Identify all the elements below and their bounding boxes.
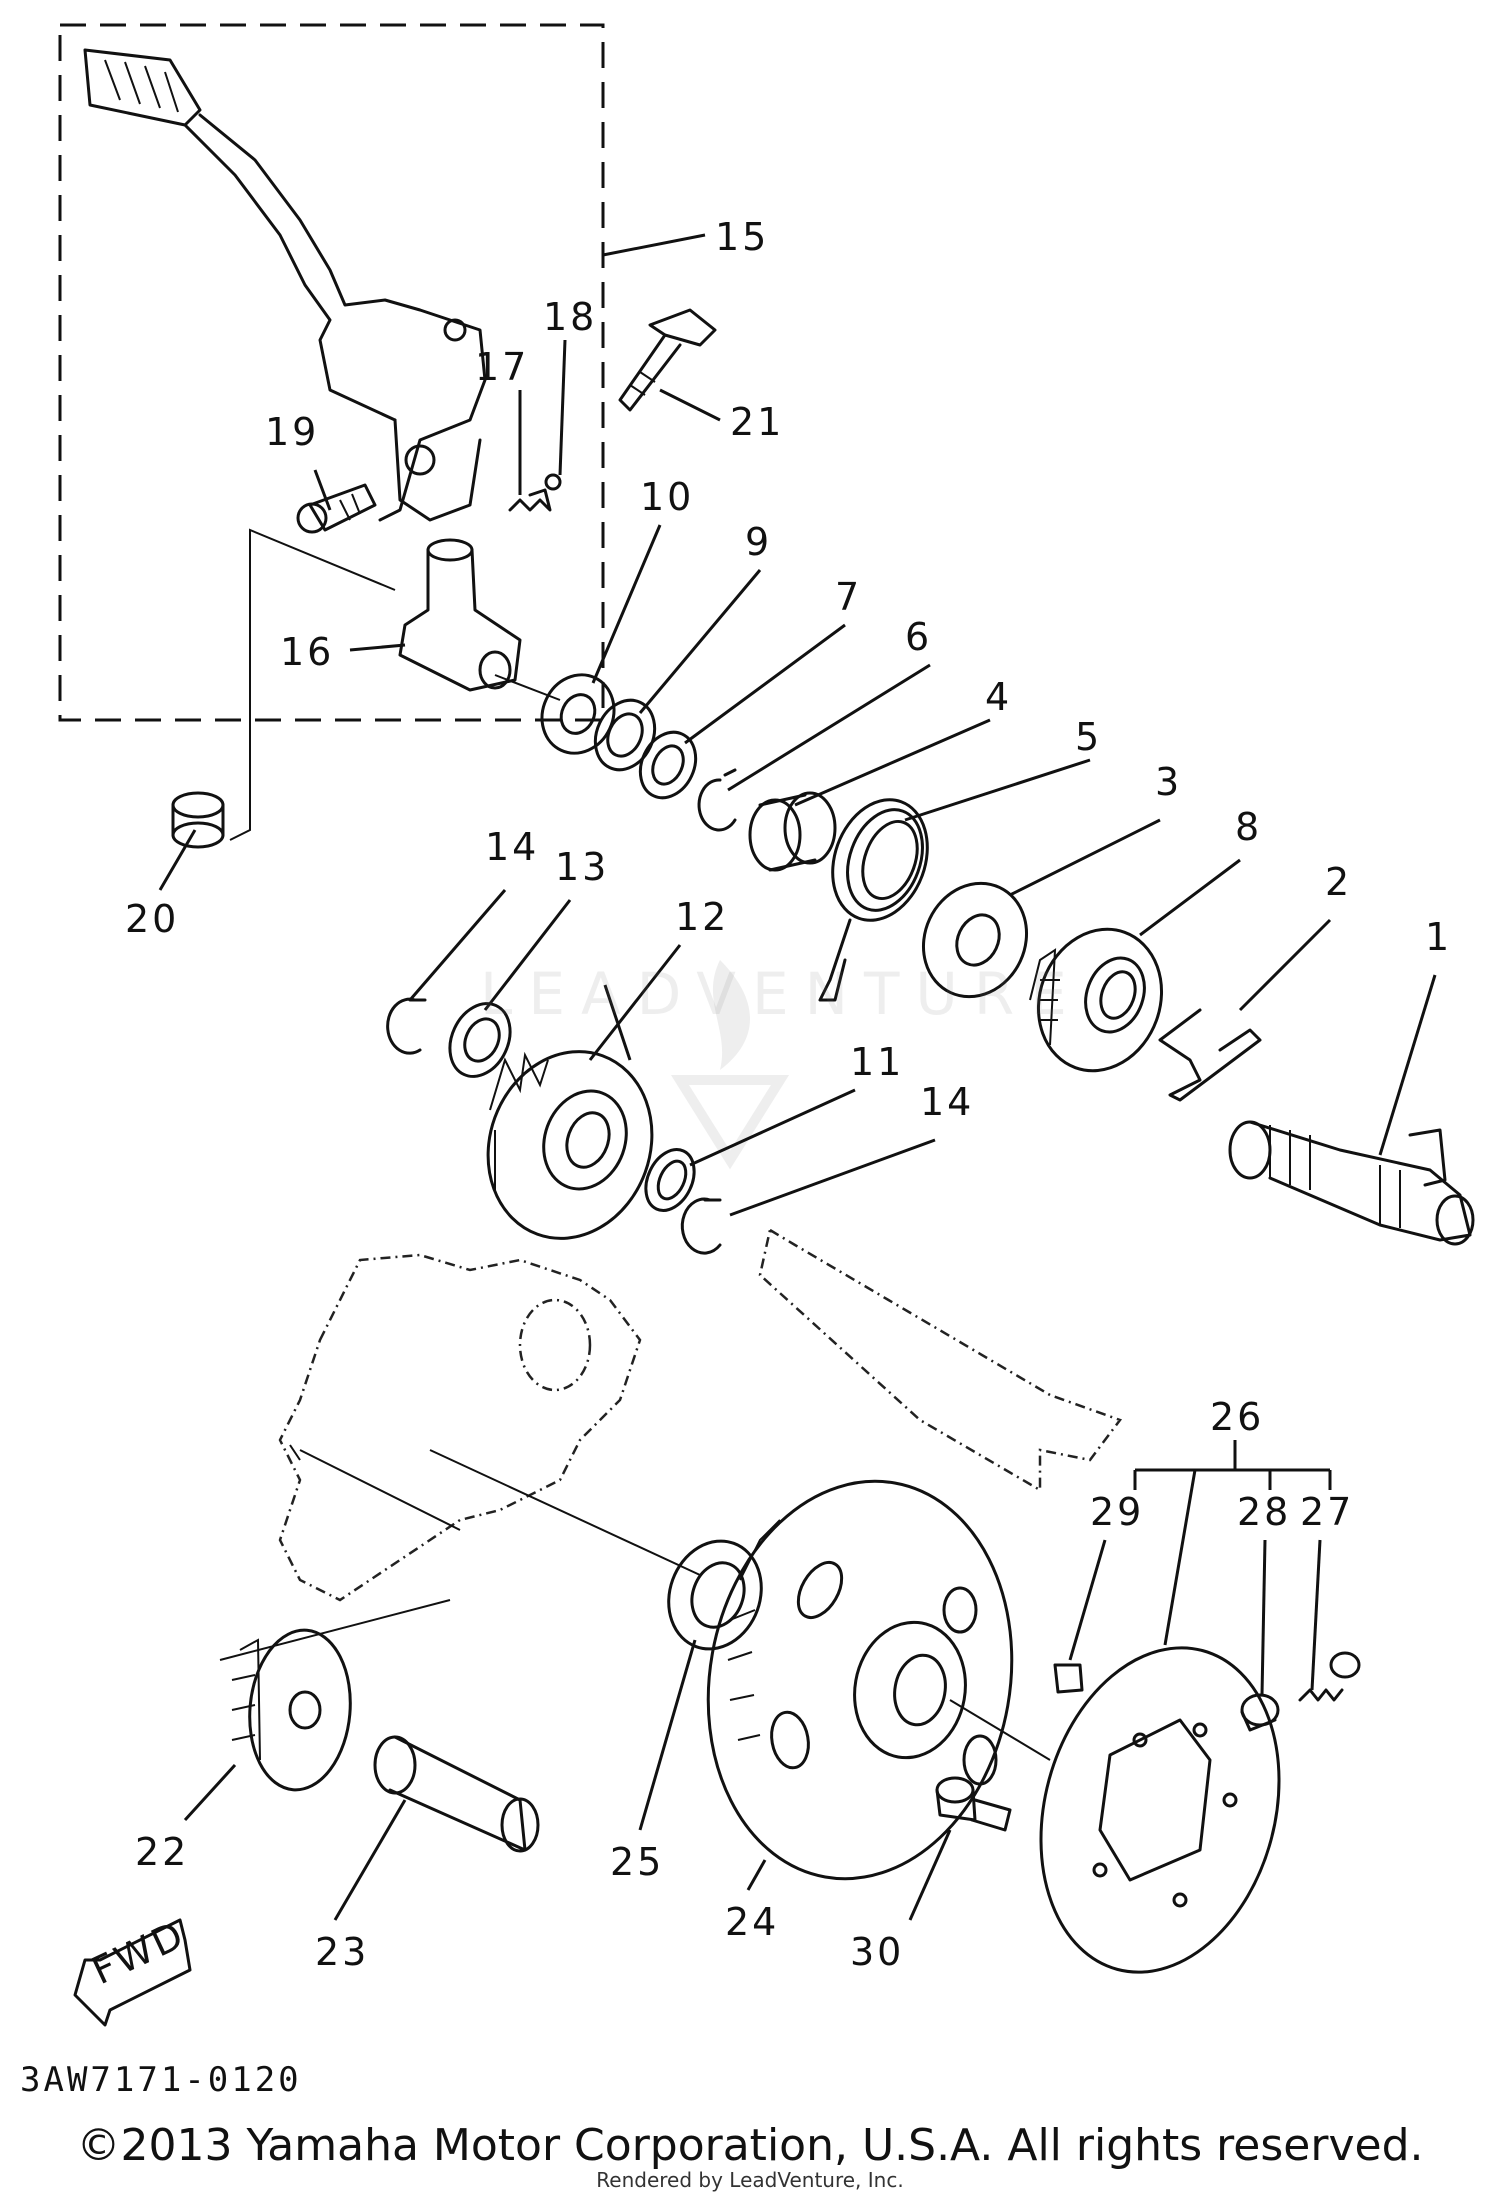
bolt-19 (296, 483, 377, 534)
crankcase-outline (278, 1253, 642, 1602)
kick-axle-1 (1228, 1120, 1475, 1246)
callout-13: 13 (555, 845, 609, 889)
circlip-6 (697, 768, 737, 832)
callout-12: 12 (675, 895, 729, 939)
callout-21: 21 (730, 400, 784, 444)
callout-22: 22 (135, 1830, 189, 1874)
callout-29: 29 (1090, 1490, 1144, 1534)
washer-10 (540, 673, 616, 755)
callout-11: 11 (850, 1040, 904, 1084)
render-credit: Rendered by LeadVenture, Inc. (596, 2168, 904, 2192)
callout-3: 3 (1155, 760, 1182, 804)
torsion-spring-5 (818, 798, 929, 1002)
plunger-28 (1240, 1693, 1280, 1732)
callout-15: 15 (715, 215, 769, 259)
spring-27 (1298, 1651, 1361, 1702)
callout-16: 16 (280, 630, 334, 674)
kick-boss-16 (398, 538, 522, 692)
case-leader (219, 1599, 451, 1661)
watermark-emblem (670, 960, 790, 1170)
callout-4: 4 (985, 675, 1012, 719)
circlip-14-lower (680, 1197, 722, 1255)
ratchet-gear-8 (1029, 927, 1164, 1073)
clip-2 (1158, 1008, 1262, 1102)
callout-27: 27 (1300, 1490, 1354, 1534)
spring-17 (508, 488, 552, 512)
callout-6: 6 (905, 615, 932, 659)
washer-25 (667, 1539, 763, 1651)
washer-11 (644, 1148, 696, 1212)
shaft-23 (373, 1735, 540, 1853)
idle-gear-24 (706, 1479, 1014, 1881)
callout-25: 25 (610, 1840, 664, 1884)
leader-20-path (229, 528, 396, 841)
callout-5: 5 (1075, 715, 1102, 759)
callout-7: 7 (835, 575, 862, 619)
circlip-14-upper (386, 997, 427, 1055)
clutch-axis (949, 1699, 1051, 1761)
callout-10: 10 (640, 475, 694, 519)
callout-26: 26 (1210, 1395, 1264, 1439)
callout-30: 30 (850, 1930, 904, 1974)
fwd-arrow: FWD (73, 1912, 192, 2027)
watermark-text: LEADVENTURE (480, 960, 1083, 1028)
ball-18 (544, 473, 562, 491)
kick-crank-lever (83, 48, 487, 522)
callout-24: 24 (725, 1900, 779, 1944)
callout-17: 17 (475, 345, 529, 389)
spring-guide-4 (748, 791, 837, 872)
washer-7 (638, 730, 698, 800)
assembly-15-boundary (58, 23, 605, 722)
bolt-21 (618, 308, 717, 412)
diagram-code: 3AW7171-0120 (20, 2060, 302, 2100)
callout-28: 28 (1237, 1490, 1291, 1534)
callout-18: 18 (543, 295, 597, 339)
gear-22 (231, 1628, 352, 1792)
washer-13 (448, 1002, 512, 1078)
washer-3 (921, 881, 1029, 999)
callout-2: 2 (1325, 860, 1352, 904)
callout-9: 9 (745, 520, 772, 564)
callout-1: 1 (1425, 915, 1452, 959)
collar-20 (171, 791, 225, 849)
callout-8: 8 (1235, 805, 1262, 849)
kick-idle-gear-12 (486, 1050, 654, 1240)
callout-23: 23 (315, 1930, 369, 1974)
copyright-notice: ©2013 Yamaha Motor Corporation, U.S.A. A… (76, 2120, 1424, 2171)
case-bearing (518, 1298, 592, 1392)
bolt-30 (935, 1776, 1012, 1832)
callout-14-upper: 14 (485, 825, 539, 869)
shaft-outline (758, 1228, 1123, 1493)
leader-lines (158, 233, 1437, 1921)
fwd-label: FWD (85, 1912, 192, 1993)
callout-14-lower: 14 (920, 1080, 974, 1124)
starter-clutch-26 (1039, 1646, 1281, 1974)
axis-line (494, 674, 561, 701)
roller-29 (1053, 1663, 1084, 1694)
case-axis-lines (289, 1444, 701, 1576)
callout-19: 19 (265, 410, 319, 454)
callout-20: 20 (125, 897, 179, 941)
